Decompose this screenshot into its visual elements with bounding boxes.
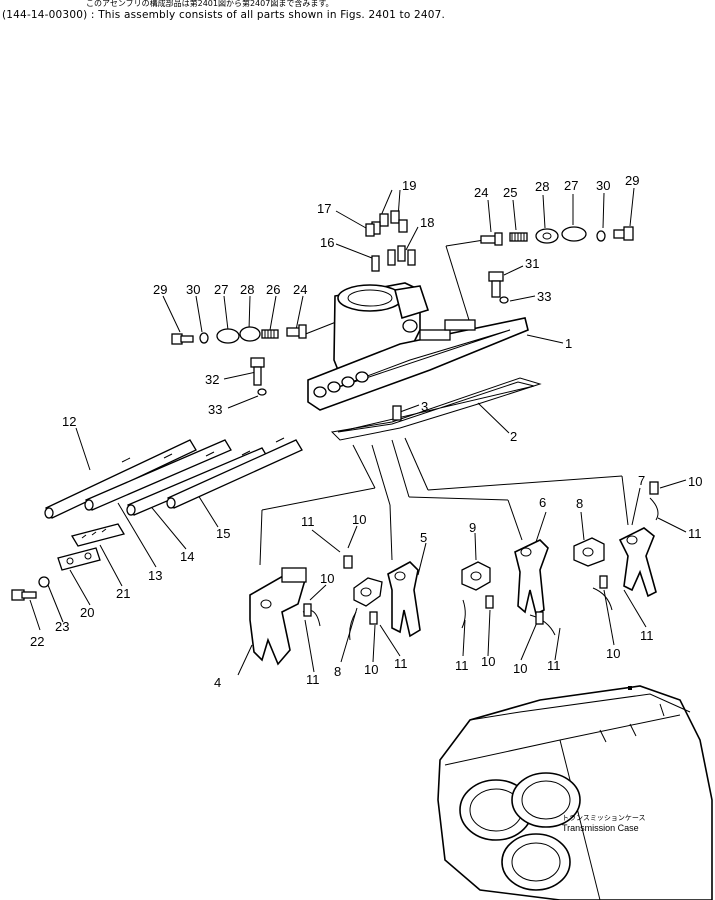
callout-24-right: 24 [474,185,488,200]
cover-27-right [561,226,587,242]
cover-27-left [216,328,240,344]
callout-10-g: 10 [688,474,702,489]
callout-18: 18 [420,215,434,230]
callout-8-left: 8 [334,664,341,679]
callout-1: 1 [565,336,572,351]
washer-30-left [199,332,209,344]
callout-8-right: 8 [576,496,583,511]
callout-3: 3 [421,399,428,414]
shift-block-8-left [353,577,383,607]
header-assembly-note: (144-14-00300) : This assembly consists … [2,9,446,21]
shift-fork-6 [514,539,549,616]
callout-32: 32 [205,372,219,387]
callout-7: 7 [638,473,645,488]
bolt-29-right [613,226,634,241]
callout-28-left: 28 [240,282,254,297]
callout-12: 12 [62,414,76,429]
leader-lines [29,187,687,676]
bolt-31 [488,271,504,298]
gasket-28-left [239,326,261,342]
callout-17: 17 [317,201,331,216]
shift-fork-7 [618,527,657,598]
callout-15: 15 [216,526,230,541]
callout-16: 16 [320,235,334,250]
bolt-29-left [171,333,194,345]
callout-labels: 19 17 18 16 24 25 28 27 30 29 31 33 1 3 … [30,173,702,833]
callout-11-b: 11 [306,672,320,687]
shift-cover-housing-1 [307,282,529,411]
pins-18 [387,245,416,266]
callout-10-f: 10 [606,646,620,661]
callout-2: 2 [510,429,517,444]
callout-29-left: 29 [153,282,167,297]
callout-11-g: 11 [688,526,702,541]
bolt-32 [250,357,265,386]
callout-24-left: 24 [293,282,307,297]
callout-14: 14 [180,549,194,564]
callout-9: 9 [469,520,476,535]
callout-20: 20 [80,605,94,620]
callout-25: 25 [503,185,517,200]
callout-27-right: 27 [564,178,578,193]
callout-23: 23 [55,619,69,634]
shift-fork-5 [387,561,421,638]
callout-11-a: 11 [301,514,315,529]
shift-block-8-right [573,537,605,567]
dowel-pin-3 [392,405,402,421]
washer-30-right [596,230,606,242]
callout-31: 31 [525,256,539,271]
callout-10-d: 10 [481,654,495,669]
spring-25-right [509,232,528,242]
case-label-japanese: トランスミッションケース [562,814,646,822]
callout-22: 22 [30,634,44,649]
callout-10-c: 10 [364,662,378,677]
callout-11-c: 11 [394,656,408,671]
callout-33-left: 33 [208,402,222,417]
callout-11-e: 11 [547,658,561,673]
callout-33-right: 33 [537,289,551,304]
spring-17 [365,223,375,237]
springs-19 [371,210,408,235]
washer-23 [38,576,50,588]
washer-33-right [499,296,509,304]
bolt-22 [11,589,37,601]
callout-10-a: 10 [352,512,366,527]
callout-19: 19 [402,178,416,193]
callout-10-e: 10 [513,661,527,676]
shift-fork-4 [249,567,307,666]
interlock-block-21 [70,523,126,547]
pin-24-right [480,232,503,246]
callout-28-right: 28 [535,179,549,194]
header-japanese-note: このアセンブリの構成部品は第2401図から第2407図まで含みます。 [86,0,334,8]
plate-20 [57,547,101,571]
shift-block-9 [461,561,491,591]
pin-16 [371,255,380,272]
shift-rails [44,437,303,519]
callout-5: 5 [420,530,427,545]
callout-6: 6 [539,495,546,510]
callout-27-left: 27 [214,282,228,297]
callout-29-right: 29 [625,173,639,188]
callout-11-d: 11 [455,658,469,673]
washer-33-left [257,388,267,396]
callout-10-b: 10 [320,571,334,586]
transmission-case [437,685,713,900]
callout-4: 4 [214,675,221,690]
callout-30-left: 30 [186,282,200,297]
callout-26: 26 [266,282,280,297]
lock-bolts-10 [303,481,659,625]
parts [11,210,713,900]
callout-21: 21 [116,586,130,601]
callout-13: 13 [148,568,162,583]
callout-30-right: 30 [596,178,610,193]
spring-26 [261,329,279,339]
callout-11-f: 11 [640,628,654,643]
case-label-english: Transmission Case [562,823,639,833]
pin-24-left [286,324,307,339]
gasket-28-right [535,228,559,244]
